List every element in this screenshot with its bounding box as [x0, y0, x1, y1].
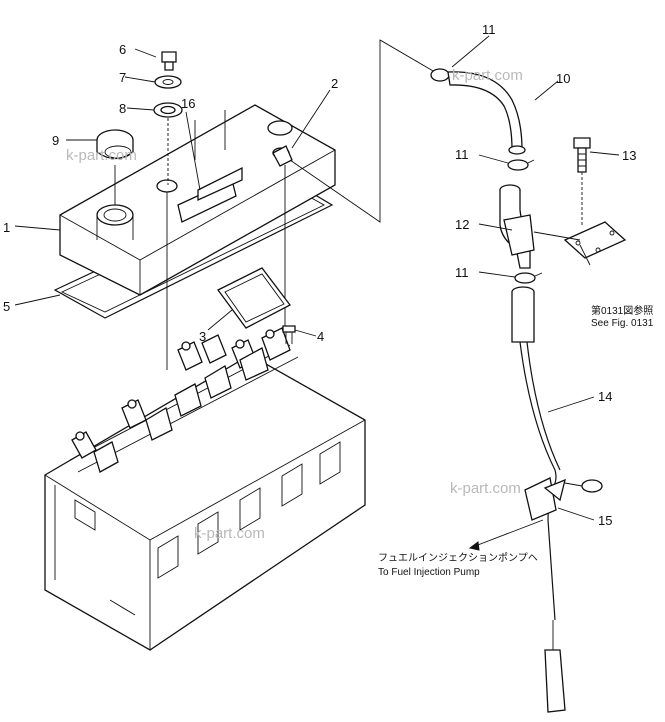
fuel-pump-note-jp: フュエルインジェクションポンプヘ: [378, 552, 538, 564]
callout-15: 15: [598, 513, 612, 528]
leader-lines: [14, 35, 620, 521]
see-fig-note-jp: 第0131図参照: [591, 304, 653, 317]
callout-4: 4: [317, 329, 324, 344]
callout-10: 10: [556, 71, 570, 86]
hose-clamp-upper: [507, 159, 535, 171]
callout-13: 13: [622, 148, 636, 163]
tube-clip: [524, 477, 603, 521]
cylinder-head: [44, 354, 366, 651]
drain-tube: [511, 286, 566, 713]
callout-5: 5: [3, 299, 10, 314]
rocker-arm-assembly: [69, 327, 299, 473]
bracket: [533, 221, 627, 266]
callout-3: 3: [199, 329, 206, 344]
fuel-pump-arrow: [469, 519, 544, 549]
fuel-pump-note-en: To Fuel Injection Pump: [378, 567, 480, 578]
breather-pipe: [499, 184, 535, 269]
cover-plate: [217, 267, 291, 329]
callout-8: 8: [119, 101, 126, 116]
callout-12: 12: [455, 217, 469, 232]
watermark: k-part.com: [194, 525, 265, 542]
fuel-pump-arrowhead: [468, 541, 480, 551]
watermark: k-part.com: [452, 67, 523, 84]
bracket-bolt: [573, 137, 591, 225]
hose-route-line: [289, 39, 441, 223]
callout-6: 6: [119, 42, 126, 57]
cover-fasteners: [96, 51, 286, 370]
callout-11-low: 11: [455, 265, 469, 280]
callout-7: 7: [119, 70, 126, 85]
callout-14: 14: [598, 389, 612, 404]
callout-11-mid: 11: [455, 147, 469, 162]
callout-1: 1: [3, 220, 10, 235]
breather-hose: [430, 68, 526, 155]
valve-cover: [59, 104, 336, 296]
watermark: k-part.com: [66, 147, 137, 164]
callout-9: 9: [52, 133, 59, 148]
callout-16: 16: [181, 96, 195, 111]
hose-clamp-lower: [514, 272, 543, 284]
callout-11-top: 11: [482, 22, 496, 37]
watermark: k-part.com: [450, 480, 521, 497]
plate-bolt: [282, 325, 296, 344]
callout-2: 2: [331, 76, 338, 91]
see-fig-note-en: See Fig. 0131: [591, 318, 654, 329]
